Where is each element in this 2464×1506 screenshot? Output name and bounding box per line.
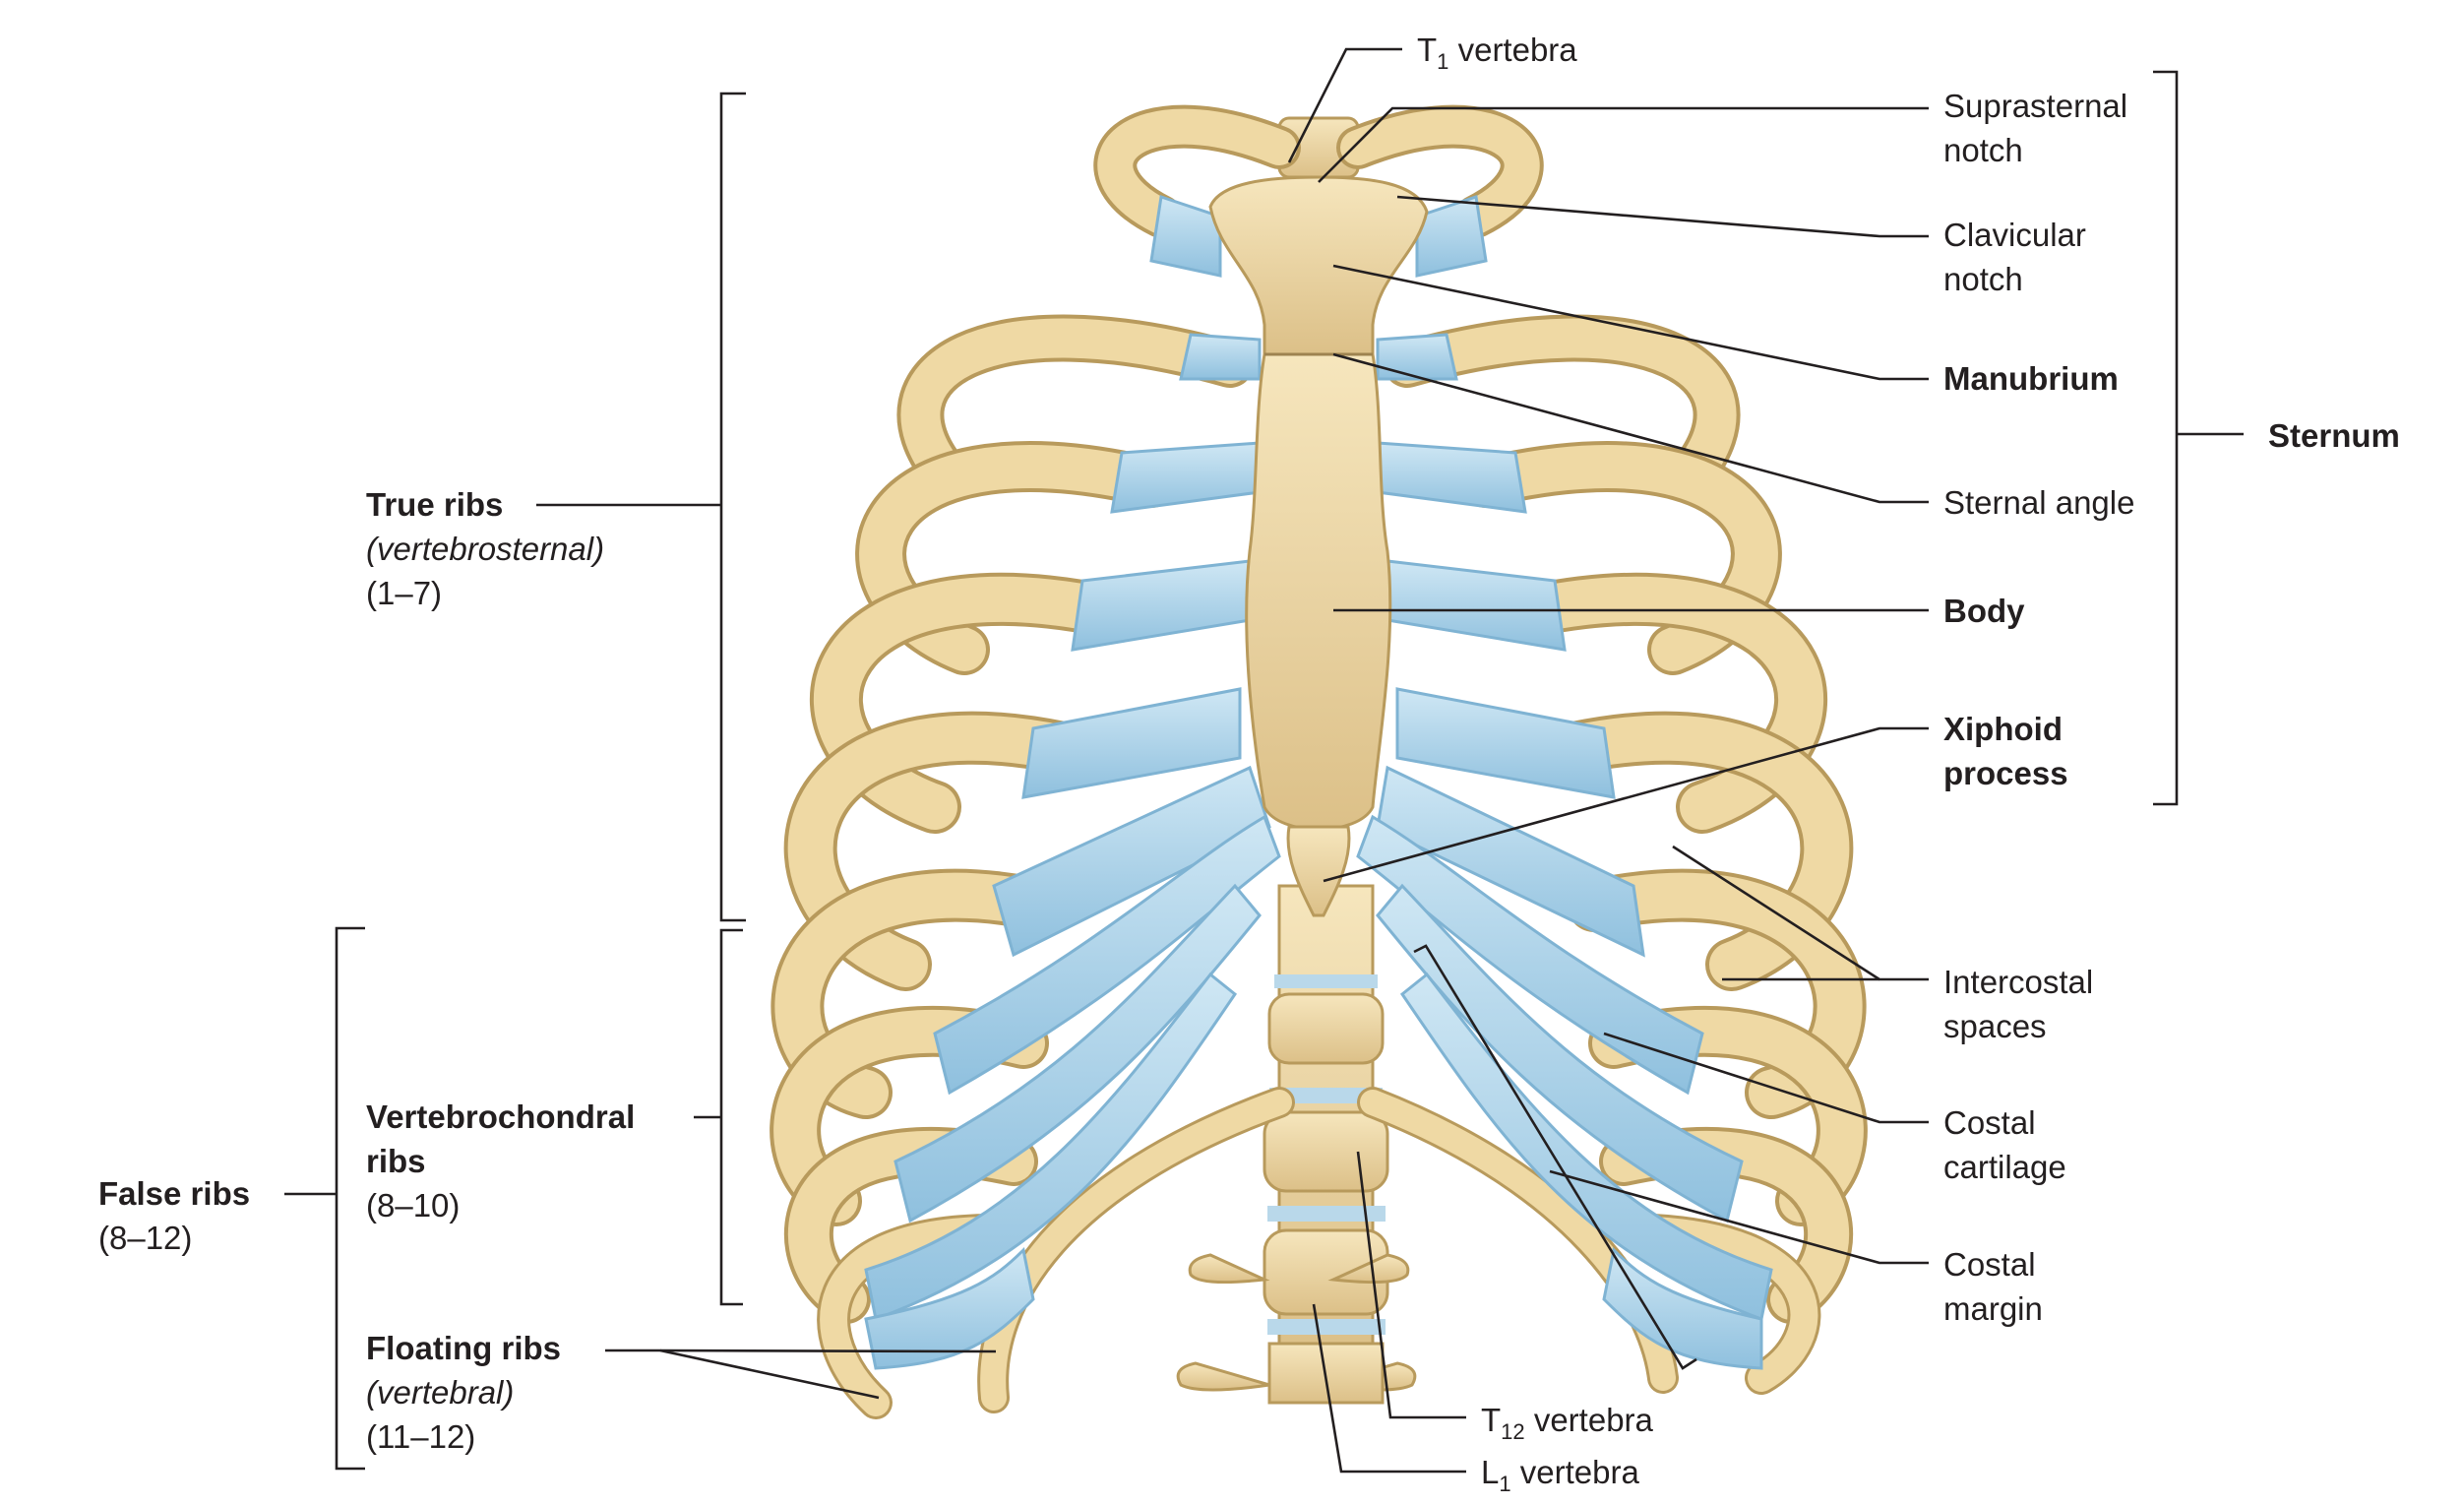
leader-lines: [284, 47, 2244, 1474]
manubrium-shape: [1208, 175, 1429, 356]
costal-cartilages: [864, 195, 1773, 1370]
ribs-right: [1336, 104, 1868, 1395]
intercostal-spaces-label: Intercostal spaces: [1943, 964, 2094, 1044]
floating-ribs-label: Floating ribs (vertebral) (11–12): [366, 1330, 561, 1455]
xiphoid-shape: [1286, 825, 1351, 917]
xiphoid-process-label: Xiphoid process: [1943, 711, 2068, 791]
manubrium-label: Manubrium: [1943, 360, 2119, 397]
costal-margin-label: Costal margin: [1943, 1246, 2043, 1327]
sternum-label: Sternum: [2268, 417, 2400, 454]
vertebrochondral-ribs-label: Vertebrochondral ribs (8–10): [366, 1098, 636, 1224]
true-ribs-label: True ribs (vertebrosternal) (1–7): [366, 486, 605, 611]
body-label: Body: [1943, 593, 2025, 629]
sternum: [1208, 175, 1429, 917]
vertebral-column: [1176, 116, 1417, 1405]
sternal-body-shape: [1245, 352, 1392, 831]
t1-vertebra-label: T1 vertebra: [1417, 31, 1577, 74]
clavicular-notch-label: Clavicular notch: [1943, 217, 2086, 297]
suprasternal-notch-label: Suprasternal notch: [1943, 88, 2128, 168]
sternal-angle-label: Sternal angle: [1943, 484, 2135, 521]
false-ribs-label: False ribs (8–12): [98, 1175, 251, 1256]
costal-cartilage-label: Costal cartilage: [1943, 1104, 2066, 1185]
t12-vertebra-label: T12 vertebra: [1481, 1402, 1653, 1444]
l1-vertebra-label: L1 vertebra: [1481, 1454, 1639, 1496]
ribs-left: [770, 104, 1301, 1419]
